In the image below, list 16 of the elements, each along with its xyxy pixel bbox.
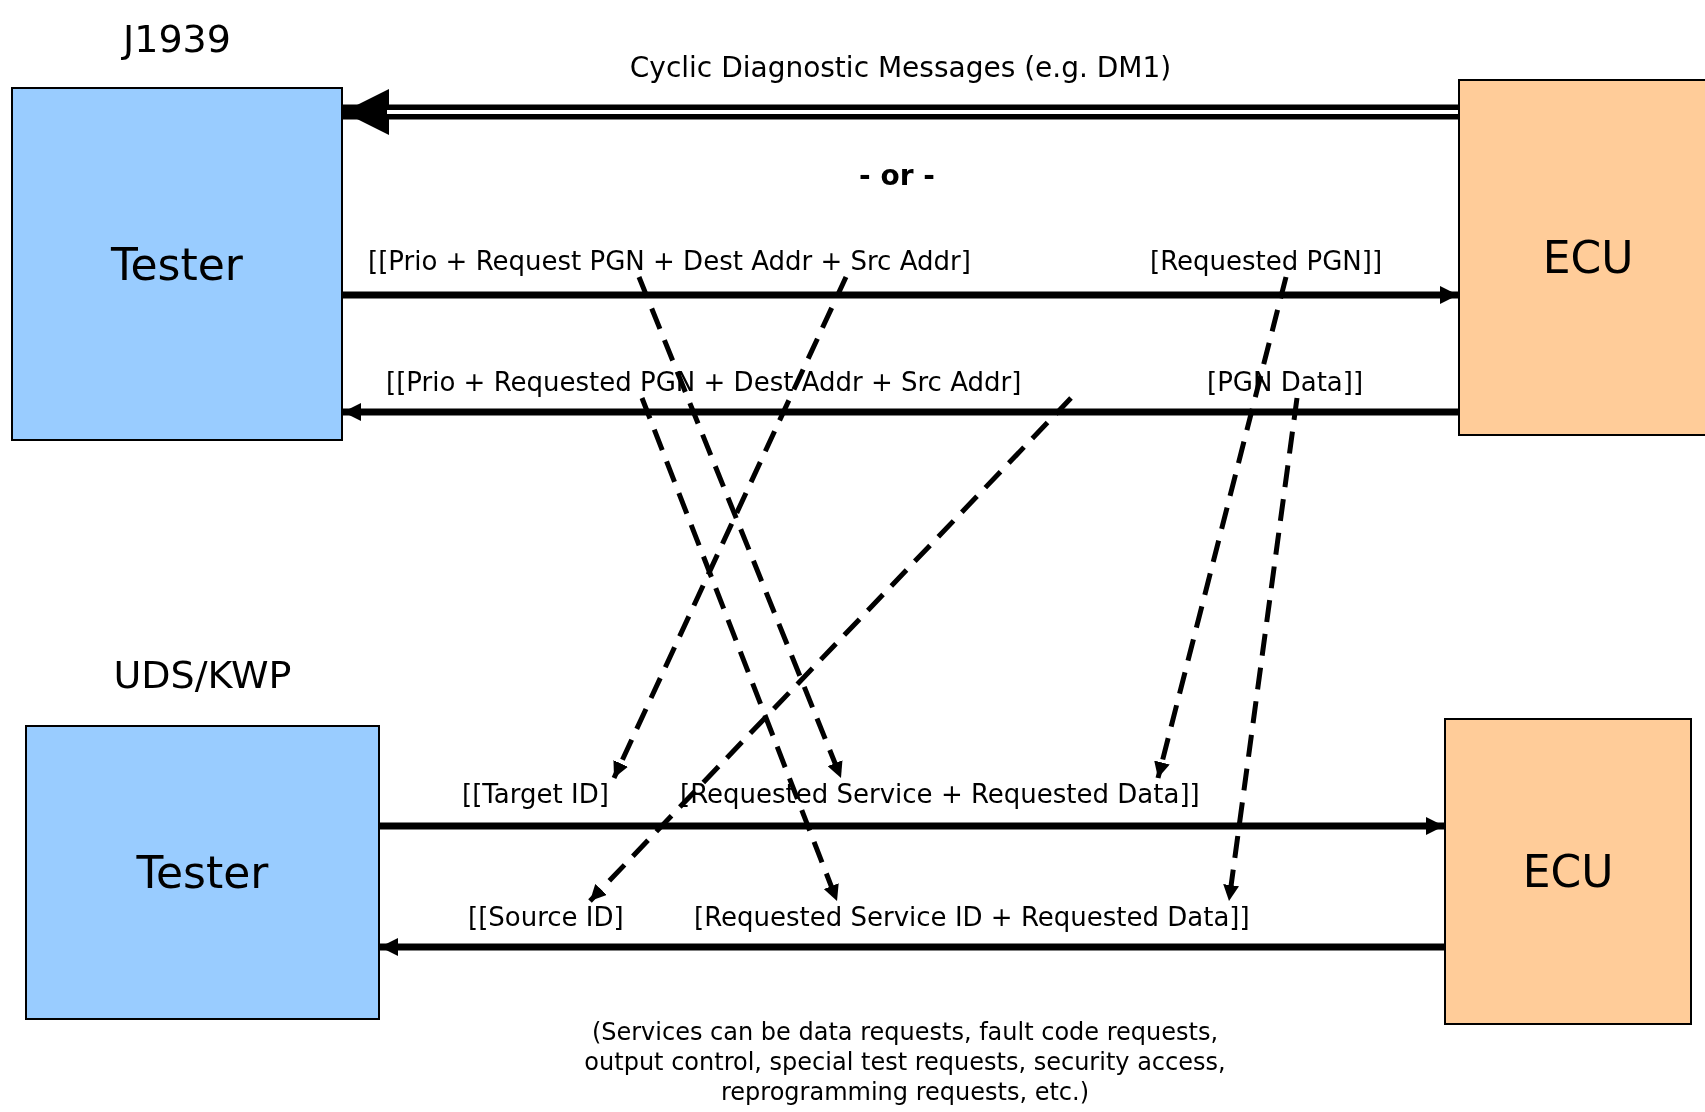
process-box bbox=[1444, 718, 1692, 1025]
message-text: [Requested Service ID + Requested Data]] bbox=[694, 901, 1394, 933]
box-label: Tester bbox=[136, 847, 269, 898]
message-text: [Requested PGN]] bbox=[1150, 245, 1442, 277]
heading: UDS/KWP bbox=[112, 653, 293, 697]
message-text: [[Source ID] bbox=[468, 901, 673, 933]
box-label: Tester bbox=[111, 238, 243, 290]
edge-label: Cyclic Diagnostic Messages (e.g. DM1) bbox=[628, 51, 1173, 84]
message-text: [[Target ID] bbox=[462, 778, 662, 810]
process-box bbox=[1458, 79, 1705, 436]
heading: J1939 bbox=[120, 17, 232, 61]
separator-text: - or - bbox=[858, 158, 936, 193]
box-label: ECU bbox=[1522, 846, 1614, 897]
message-text: [[Prio + Request PGN + Dest Addr + Src Addr] bbox=[368, 245, 1128, 277]
footnote: (Services can be data requests, fault code requests, output control, special test requests, security access, reprogramming requests, etc.) bbox=[583, 1017, 1227, 1107]
box-label: ECU bbox=[1542, 232, 1634, 283]
